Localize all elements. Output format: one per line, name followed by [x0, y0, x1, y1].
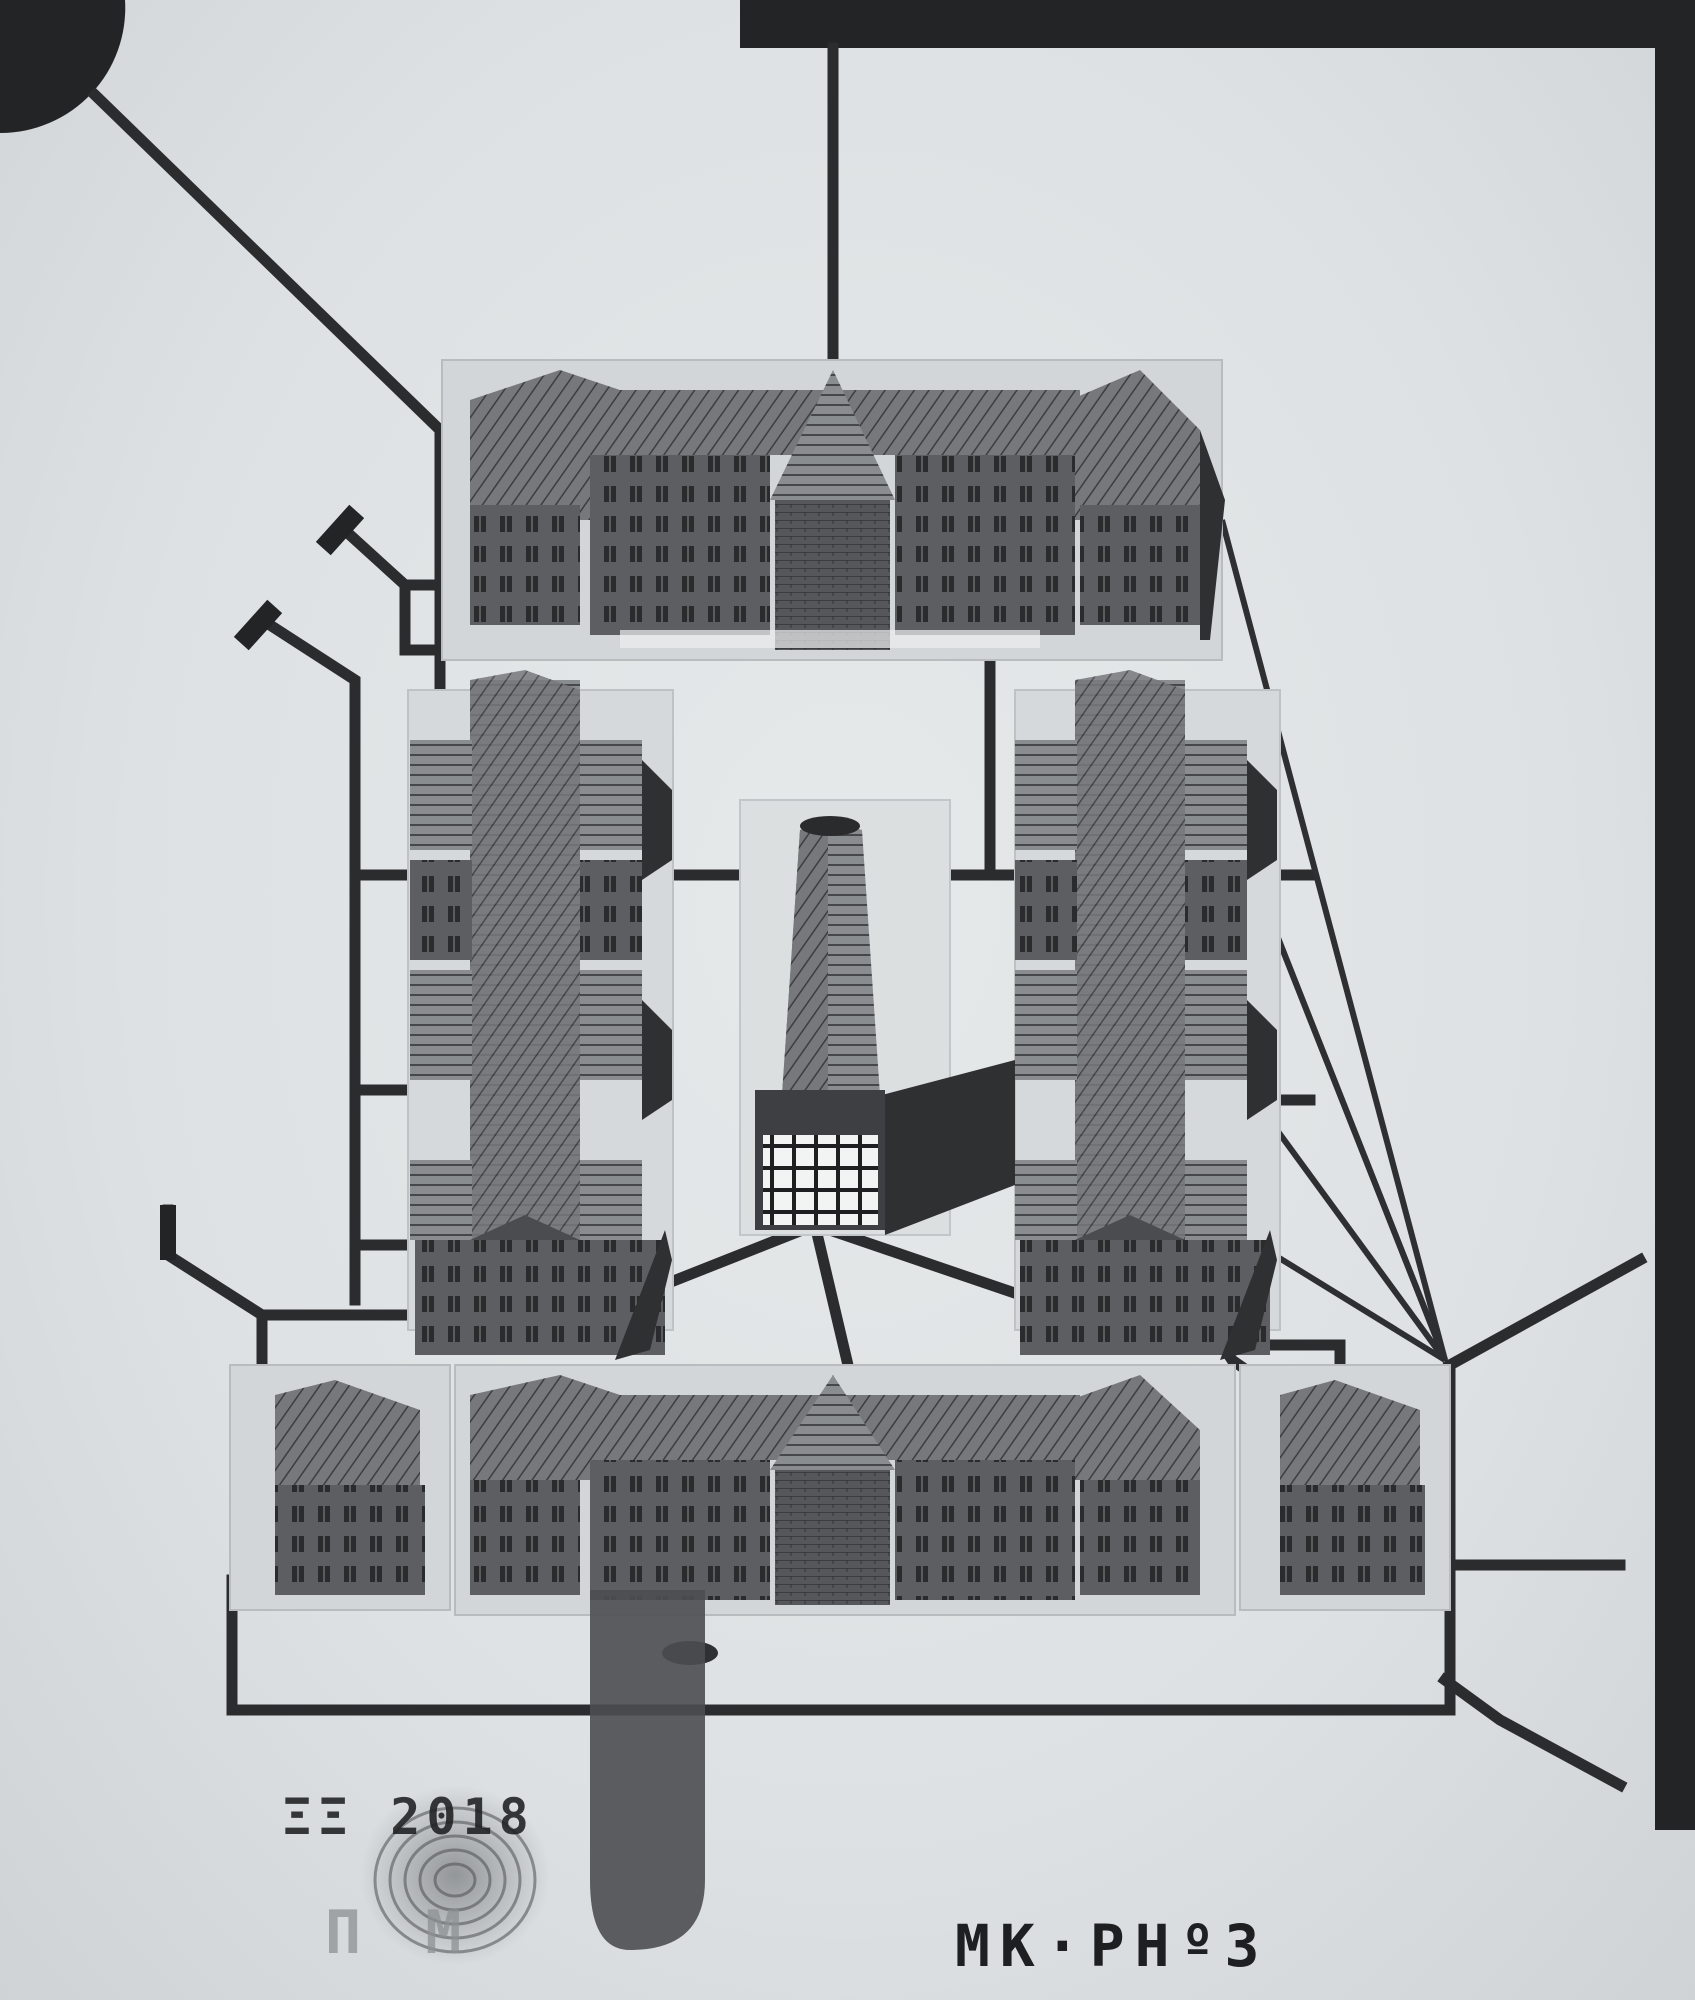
stencil-letter-u-icon	[590, 1590, 705, 1950]
stamp-date: ΞΞ 2018	[282, 1788, 535, 1846]
stamp-code: МК·РНº3	[955, 1912, 1270, 1980]
diagonal-lines	[1219, 519, 1448, 1363]
central-tower	[739, 799, 1015, 1236]
pipe-caps	[160, 504, 365, 1260]
building-top	[441, 359, 1225, 661]
quarter-circle-icon	[0, 0, 126, 134]
building-right	[1014, 670, 1281, 1360]
building-bottom	[229, 1364, 1451, 1665]
stamp-name-faded: П М	[325, 1898, 476, 1968]
building-left	[407, 670, 674, 1360]
fingerprint-icon	[360, 1785, 550, 1965]
frame-bars	[740, 0, 1695, 1830]
